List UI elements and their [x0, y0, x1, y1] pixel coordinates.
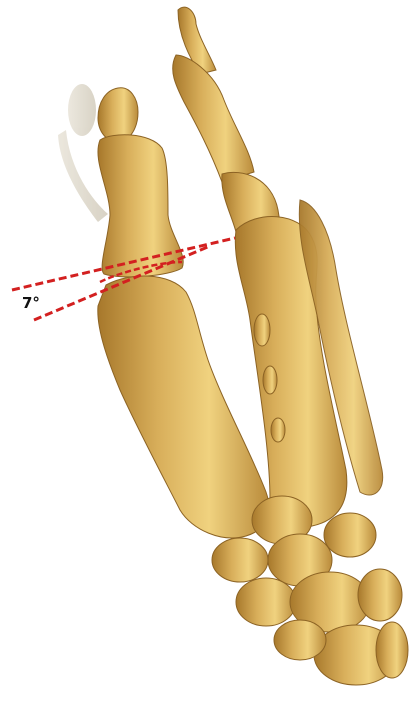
angle-label: 7° — [22, 294, 40, 312]
